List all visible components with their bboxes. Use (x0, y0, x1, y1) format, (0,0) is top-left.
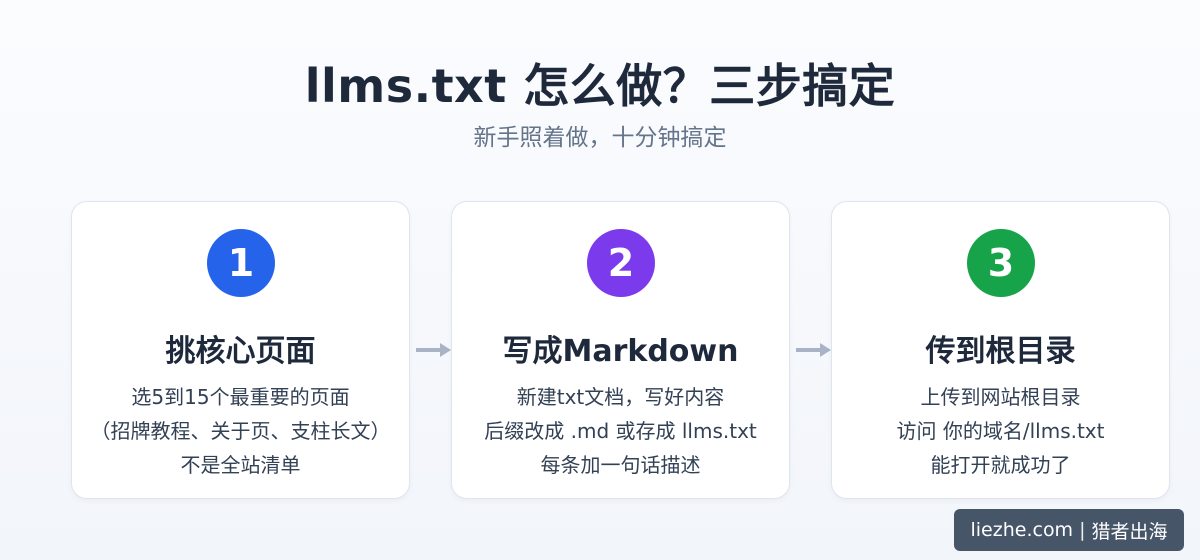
watermark-separator: | (1079, 519, 1086, 541)
step-description-line: 每条加一句话描述 (540, 453, 701, 477)
watermark-name: 猎者出海 (1091, 520, 1168, 543)
page-subtitle: 新手照着做，十分钟搞定 (473, 125, 727, 151)
watermark-site: liezhe.com (970, 519, 1074, 541)
step-description-line: 新建txt文档，写好内容 (516, 385, 725, 409)
step-description-line: （招牌教程、关于页、支柱长文） (90, 419, 391, 443)
step-description-line: 上传到网站根目录 (920, 385, 1081, 409)
step-description-line: 能打开就成功了 (930, 453, 1071, 477)
arrow-right-icon (796, 343, 831, 357)
watermark-badge: liezhe.com | 猎者出海 (954, 509, 1184, 551)
step-description-line: 后缀改成 .md 或存成 llms.txt (484, 419, 757, 443)
step-title: 挑核心页面 (165, 334, 316, 369)
page-title: llms.txt 怎么做？三步搞定 (304, 59, 896, 113)
step-number-badge: 2 (587, 229, 655, 297)
step-description-line: 访问 你的域名/llms.txt (896, 419, 1105, 443)
step-title: 写成Markdown (502, 334, 739, 369)
arrow-right-icon (416, 343, 451, 357)
step-number-badge: 1 (207, 229, 275, 297)
step-card-3: 3 传到根目录 上传到网站根目录 访问 你的域名/llms.txt 能打开就成功… (831, 201, 1170, 499)
step-description-line: 不是全站清单 (180, 453, 301, 477)
step-description-line: 选5到15个最重要的页面 (131, 385, 350, 409)
step-description: 上传到网站根目录 访问 你的域名/llms.txt 能打开就成功了 (832, 380, 1169, 482)
step-card-2: 2 写成Markdown 新建txt文档，写好内容 后缀改成 .md 或存成 l… (451, 201, 790, 499)
step-title: 传到根目录 (925, 334, 1076, 369)
step-description: 新建txt文档，写好内容 后缀改成 .md 或存成 llms.txt 每条加一句… (452, 380, 789, 482)
step-description: 选5到15个最重要的页面 （招牌教程、关于页、支柱长文） 不是全站清单 (72, 380, 409, 482)
step-card-1: 1 挑核心页面 选5到15个最重要的页面 （招牌教程、关于页、支柱长文） 不是全… (71, 201, 410, 499)
step-number-badge: 3 (967, 229, 1035, 297)
